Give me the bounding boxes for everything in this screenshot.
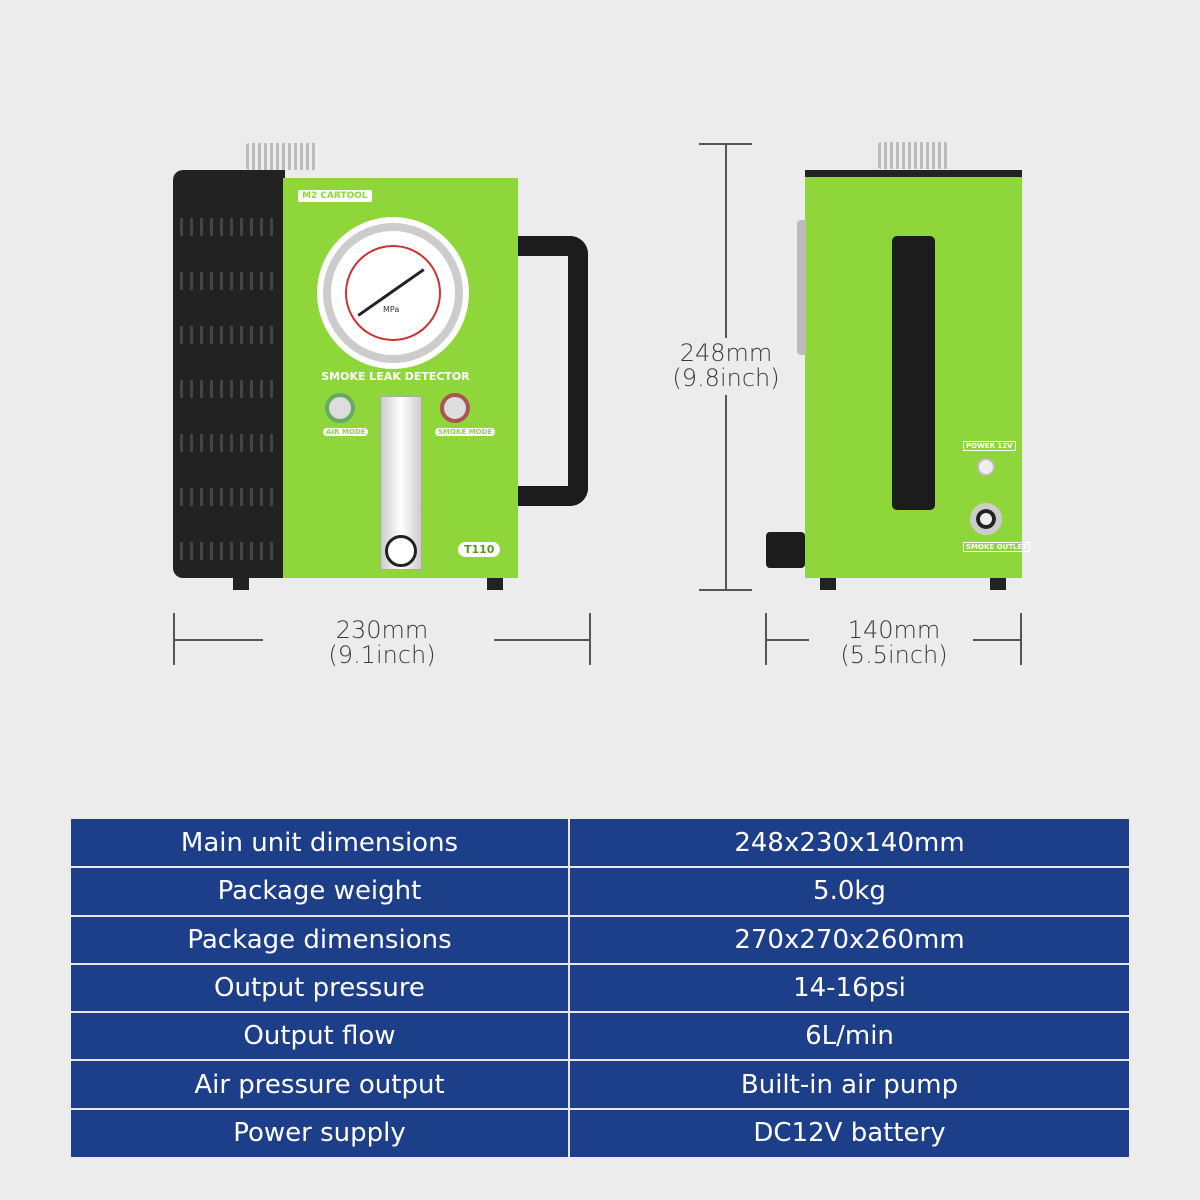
spec-value: 270x270x260mm xyxy=(569,915,1129,965)
spec-value: 5.0kg xyxy=(569,867,1129,917)
width-dim-tick xyxy=(589,613,591,665)
depth-mm: 140mm xyxy=(847,616,941,644)
power-port[interactable] xyxy=(977,458,995,476)
spec-value: 6L/min xyxy=(569,1012,1129,1062)
gauge: MPa xyxy=(323,223,463,363)
width-mm: 230mm xyxy=(335,616,429,644)
depth-dim-line xyxy=(765,639,809,641)
spec-label: Package weight xyxy=(71,867,570,917)
smoke-outlet-label: SMOKE OUTLET xyxy=(963,542,1031,552)
width-dim-line xyxy=(494,639,590,641)
foot xyxy=(487,578,503,590)
flowmeter xyxy=(380,396,422,570)
depth-dim-tick xyxy=(1020,613,1022,665)
spec-label: Power supply xyxy=(71,1108,570,1158)
spec-label: Output flow xyxy=(71,1012,570,1062)
foot xyxy=(990,578,1006,590)
air-mode-label: AIR MODE xyxy=(323,428,369,436)
height-dim-label: 248mm(9.8inch) xyxy=(660,341,792,391)
spec-value: 248x230x140mm xyxy=(569,819,1129,869)
spec-label: Output pressure xyxy=(71,963,570,1014)
gauge-edge xyxy=(797,220,806,355)
height-dim-line xyxy=(725,395,727,590)
foot xyxy=(820,578,836,590)
spec-value: 14-16psi xyxy=(569,963,1129,1014)
spec-label: Main unit dimensions xyxy=(71,819,570,869)
width-dim-label: 230mm(9.1inch) xyxy=(300,618,464,668)
spec-label: Package dimensions xyxy=(71,915,570,965)
product-title: SMOKE LEAK DETECTOR xyxy=(321,370,470,383)
smoke-outlet-port xyxy=(970,503,1002,535)
top-knob xyxy=(878,142,948,169)
width-inch: (9.1inch) xyxy=(328,641,436,669)
brand-logo: M2 CARTOOL xyxy=(298,190,372,202)
gauge-unit: MPa xyxy=(383,305,400,314)
smoke-mode-button[interactable] xyxy=(440,393,470,423)
depth-dim-line xyxy=(973,639,1021,641)
side-knob xyxy=(766,532,805,568)
air-mode-button[interactable] xyxy=(325,393,355,423)
model-badge: T110 xyxy=(458,542,501,557)
spec-label: Air pressure output xyxy=(71,1060,570,1110)
height-mm: 248mm xyxy=(679,339,773,367)
top-knob xyxy=(246,143,318,170)
power-label: POWER 12V xyxy=(963,441,1016,451)
spec-value: Built-in air pump xyxy=(569,1060,1129,1110)
smoke-mode-label: SMOKE MODE xyxy=(435,428,496,436)
height-inch: (9.8inch) xyxy=(672,364,780,392)
spec-value: DC12V battery xyxy=(753,1118,946,1149)
height-dim-tick xyxy=(699,589,752,591)
vent-slots xyxy=(180,190,275,560)
spec-row: Power supply DC12V battery xyxy=(71,1108,1129,1158)
handle xyxy=(516,236,588,506)
flow-knob[interactable] xyxy=(385,535,417,567)
depth-inch: (5.5inch) xyxy=(840,641,948,669)
width-dim-line xyxy=(173,639,263,641)
side-handle xyxy=(892,236,935,510)
height-dim-line xyxy=(725,143,727,338)
depth-dim-label: 140mm(5.5inch) xyxy=(828,618,960,668)
green-panel: M2 CARTOOL MPa SMOKE LEAK DETECTOR AIR M… xyxy=(283,178,518,578)
foot xyxy=(233,578,249,590)
